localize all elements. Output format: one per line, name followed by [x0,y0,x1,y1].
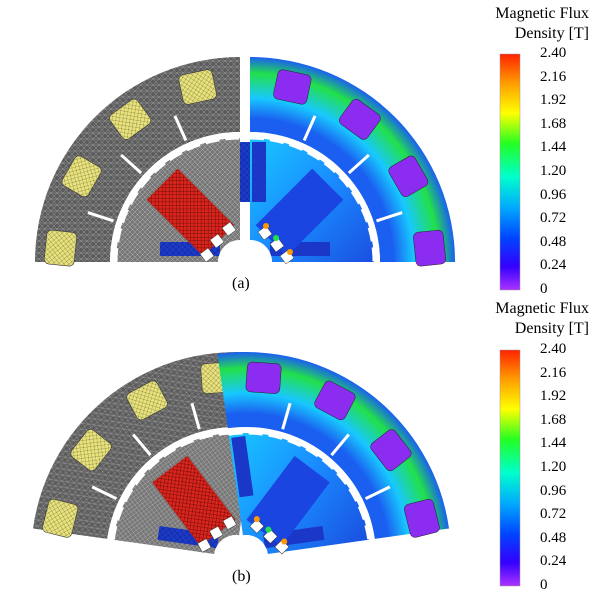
colorbar-b-tick-label: 0.96 [540,482,567,499]
colorbar-a-tick-label: 0.24 [540,257,567,274]
colorbar-a-title: Magnetic Flux Density [T] [495,4,589,44]
caption-a: (a) [232,275,250,292]
colorbar-b-tick-label: 1.68 [540,411,567,428]
colorbar-b-tick-label: 2.16 [540,364,567,381]
colorbar-b-tick-label: 0.24 [540,553,567,570]
panel-a-flux-view [248,55,457,269]
colorbar-a-tick-label: 0.96 [540,186,567,203]
colorbar-b-tick-label: 0.72 [540,506,567,523]
colorbar-a-tick-label: 2.40 [540,45,567,61]
colorbar-a-tick-label: 2.16 [540,68,567,85]
colorbar-b-gradient [499,349,521,587]
panel-b [30,323,452,566]
colorbar-b-tick-label: 1.44 [540,435,567,452]
colorbar-a-tick-label: 0.72 [540,210,567,227]
colorbar-a-tick-label: 0 [540,281,548,297]
caption-b: (b) [232,568,251,585]
colorbar-a-tick-label: 1.92 [540,92,567,109]
colorbar-a-tick-label: 1.44 [540,139,567,156]
panel-a-mesh-view [33,55,256,269]
colorbar-a-tick-label: 1.68 [540,115,567,132]
colorbar-b-tick-label: 0.48 [540,529,567,546]
colorbar-a-title-line2: Density [T] [514,25,589,42]
colorbar-b-tick-label: 1.20 [540,459,567,475]
colorbar-a-gradient [499,53,521,291]
colorbar-b-title-line2: Density [T] [514,320,589,337]
colorbar-b-tick-label: 1.92 [540,388,567,405]
panel-a [33,55,457,269]
colorbar-a-tick-label: 0.48 [540,233,567,250]
colorbar-b-title-line1: Magnetic Flux [495,300,589,317]
colorbar-a-title-line1: Magnetic Flux [495,5,589,22]
colorbar-a-tick-label: 1.20 [540,163,567,179]
panel-b-flux-view [215,323,452,564]
colorbar-b-title: Magnetic Flux Density [T] [495,299,589,339]
colorbar-b-tick-label: 0 [540,577,548,593]
colorbar-b-tick-label: 2.40 [540,341,567,357]
